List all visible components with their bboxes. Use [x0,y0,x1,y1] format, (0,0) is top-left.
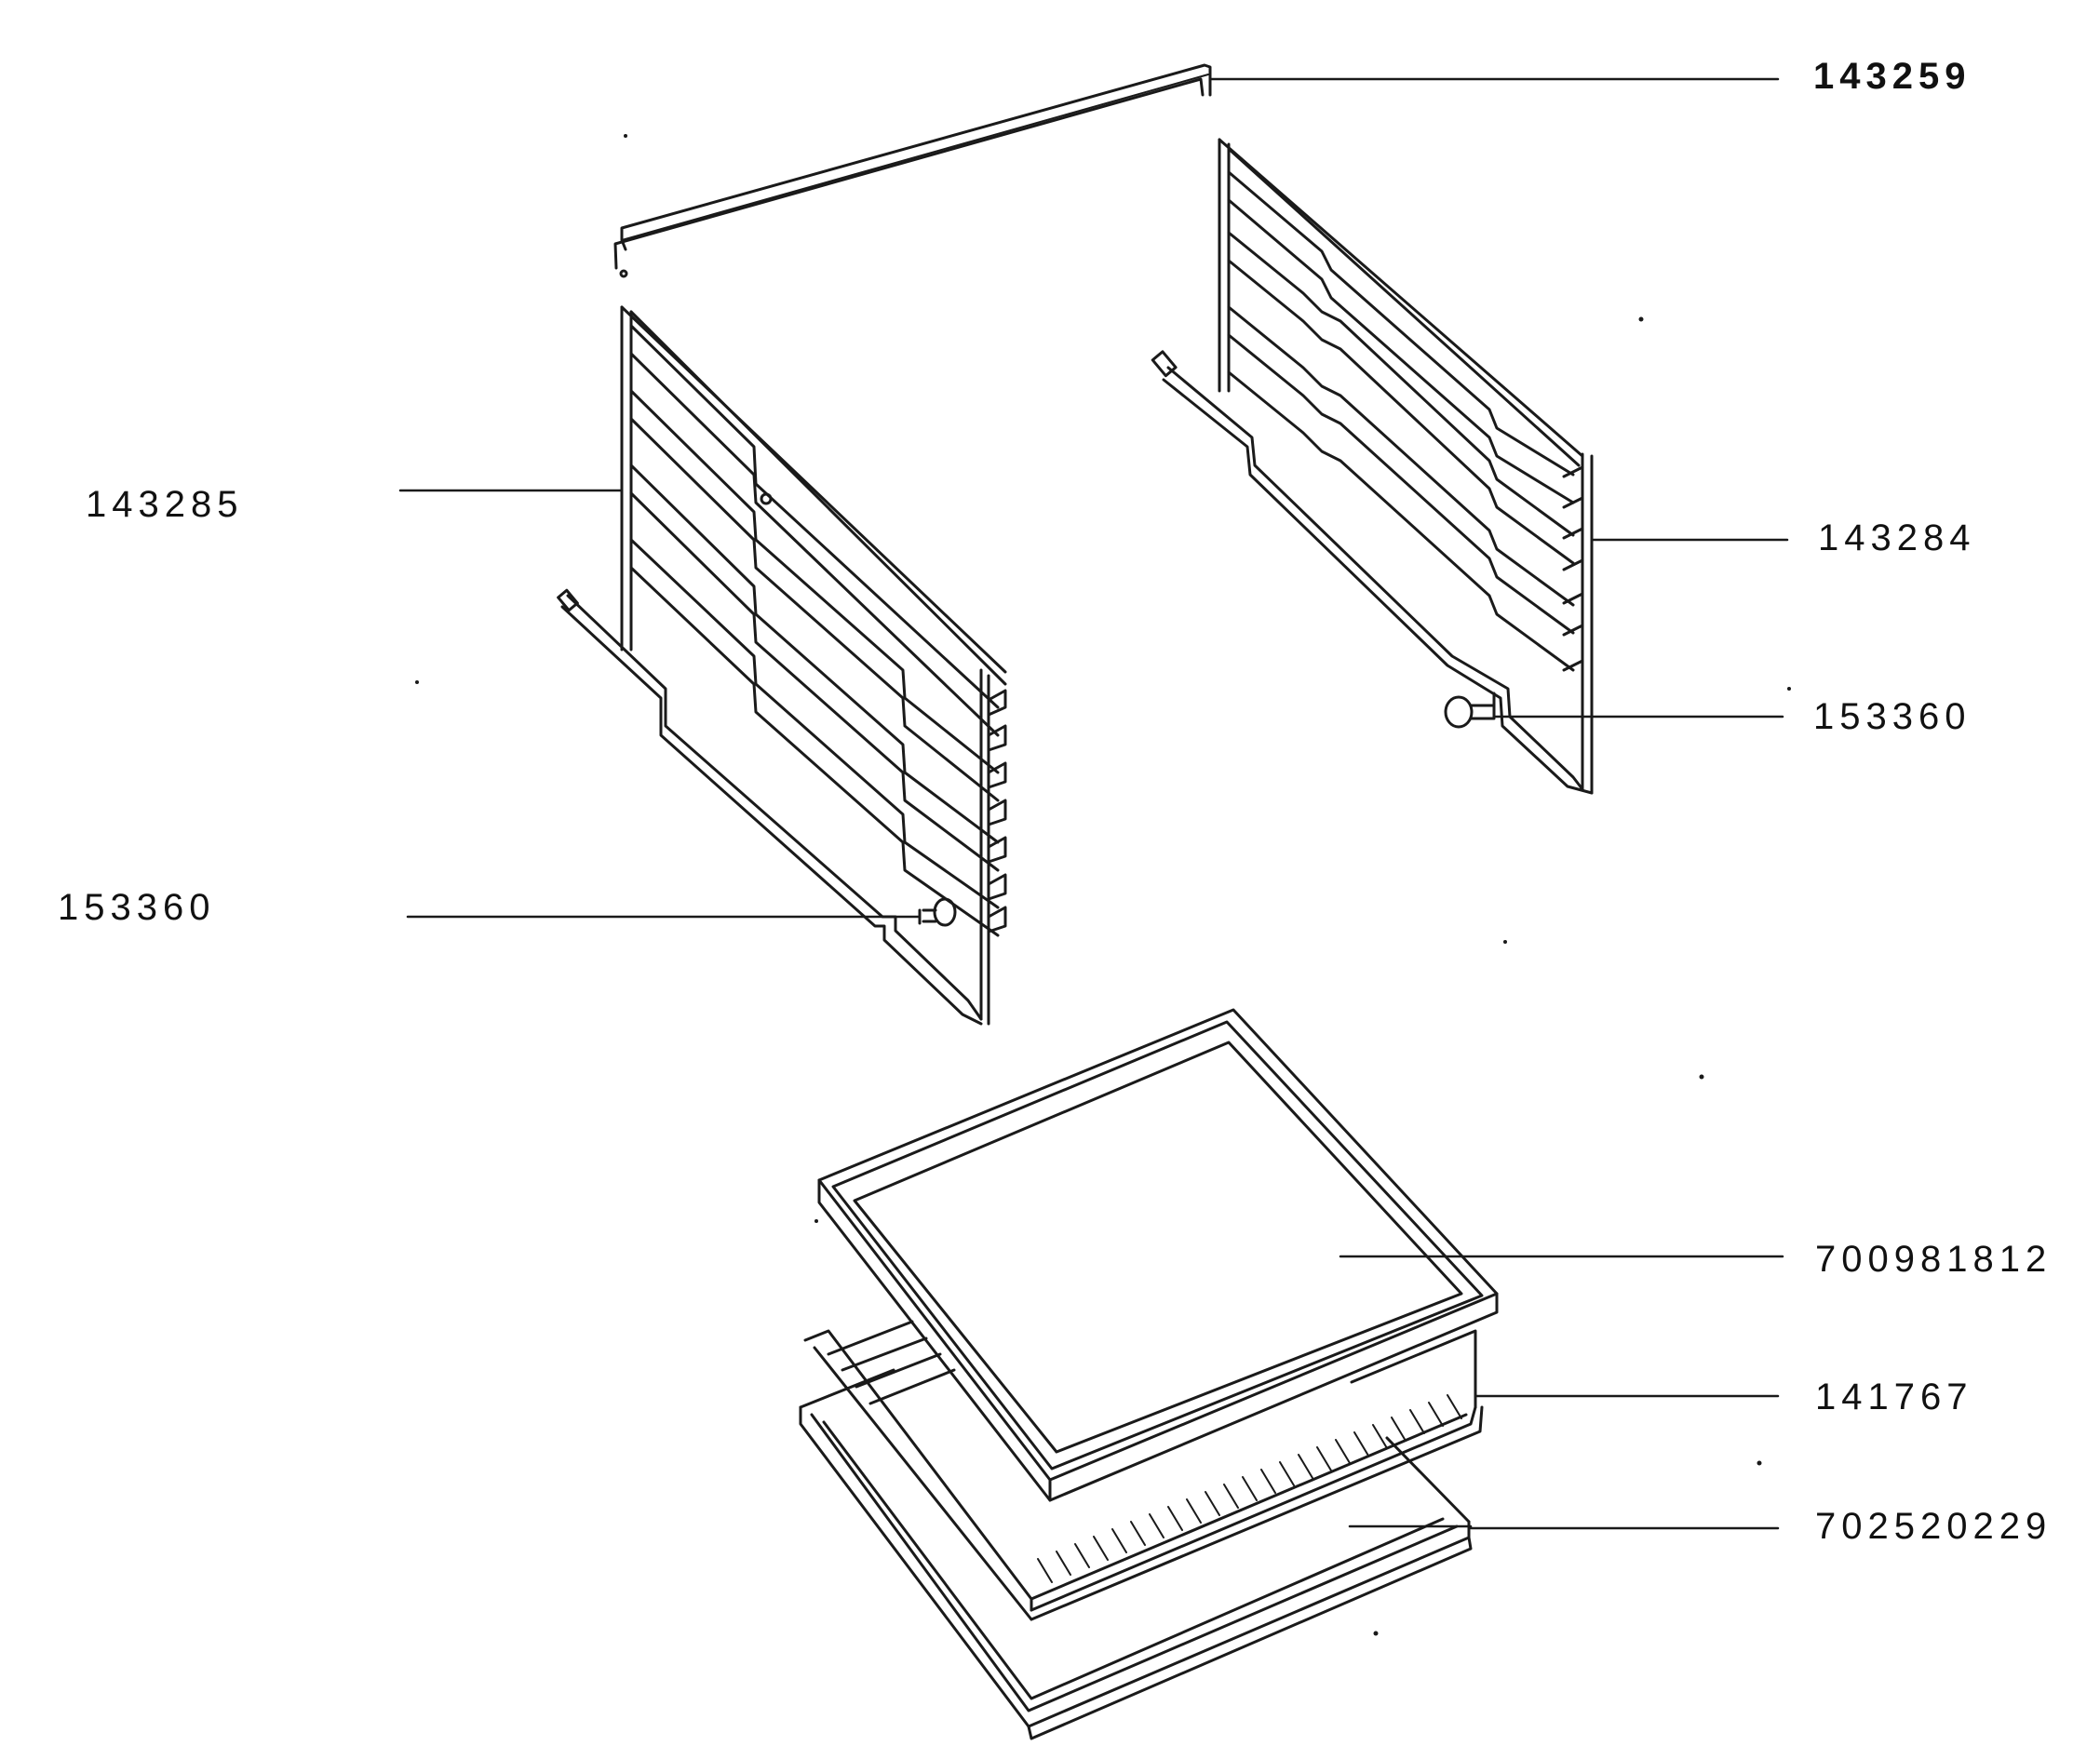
part-number-143284: 143284 [1818,517,1976,558]
leader-702520229 [1348,1524,1780,1530]
leader-lines [398,77,1789,1530]
scan-specks [415,134,1791,1636]
glass-shelf-part [817,1008,1499,1502]
part-number-143285: 143285 [86,484,244,525]
part-number-153360-left: 153360 [58,887,216,928]
wire-grid-shelf-part [803,1320,1484,1621]
part-number-143259: 143259 [1813,56,1972,97]
right-side-rack-part [1151,138,1594,795]
part-number-141767: 141767 [1815,1377,1973,1417]
part-number-700981812: 700981812 [1815,1239,2053,1280]
left-side-rack-part [557,305,1007,1026]
part-number-153360-right: 153360 [1813,696,1972,737]
top-bar-part [613,63,1212,278]
right-rack-screw-part [1444,692,1496,729]
part-number-702520229: 702520229 [1815,1506,2053,1547]
drip-tray-part [799,1368,1473,1740]
grid-rods [1037,1394,1462,1583]
